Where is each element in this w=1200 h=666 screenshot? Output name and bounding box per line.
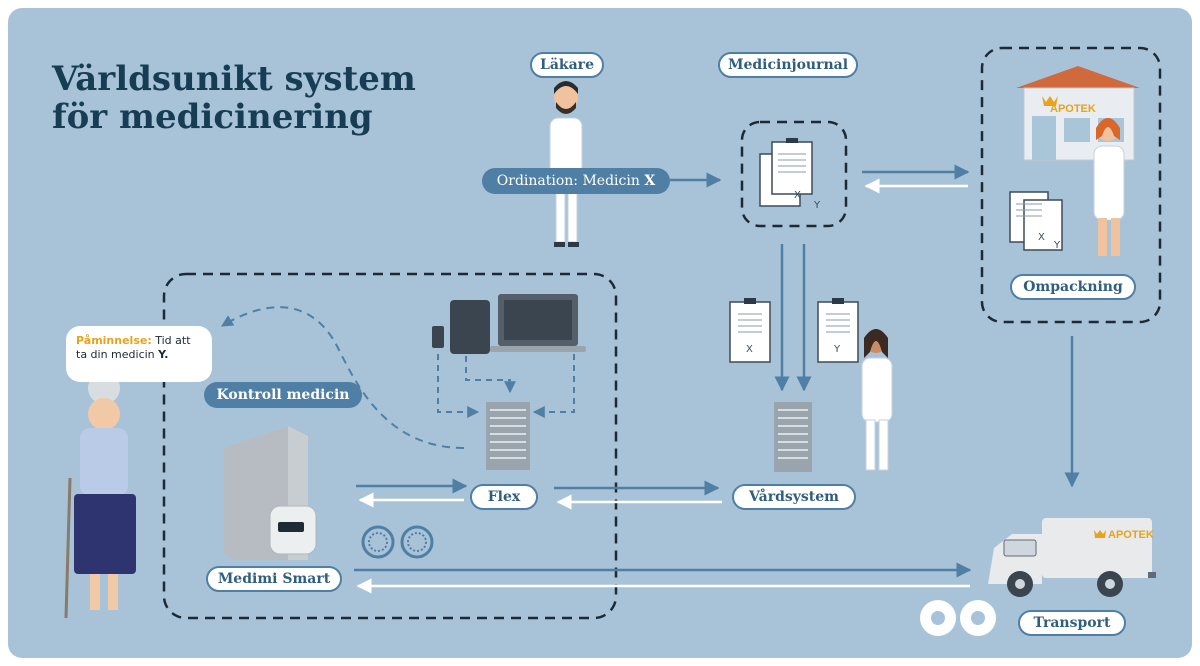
ompackning-doc-x-letter: X <box>1038 232 1045 243</box>
flex-server <box>486 402 530 470</box>
dashed-flex-to-reminder <box>220 306 465 449</box>
label-ompackning: Ompackning <box>1010 274 1136 300</box>
vardsystem-server <box>774 402 812 472</box>
label-vardsystem: Vårdsystem <box>732 484 856 510</box>
truck-sign-text: APOTEK <box>1108 529 1154 541</box>
dashed-tablet-to-flex <box>465 356 516 394</box>
journal-doc-x-letter: X <box>794 190 801 201</box>
medicine-rolls-transport <box>920 600 996 636</box>
label-lakare: Läkare <box>530 52 604 78</box>
reminder-text-2: ta din medicin <box>76 348 159 361</box>
nurse-figure <box>861 329 893 471</box>
reminder-label: Påminnelse: <box>76 334 152 347</box>
clipboard-y <box>817 298 859 363</box>
journal-doc-y-letter: Y <box>813 200 821 211</box>
medicine-rolls-medimi <box>361 525 434 559</box>
clipboard-x <box>729 298 771 363</box>
page-title: Världsunikt system för medicinering <box>52 60 416 136</box>
ordination-prefix: Ordination: Medicin <box>496 173 645 189</box>
reminder-line-1: Påminnelse: Tid att <box>76 334 202 348</box>
dashed-laptop-to-flex <box>532 354 575 418</box>
ompackning-dashed-box <box>980 46 1162 324</box>
label-medicinjournal: Medicinjournal <box>718 52 858 78</box>
reminder-bubble: Påminnelse: Tid att ta din medicin Y. <box>66 326 212 382</box>
reminder-text-1: Tid att <box>151 334 191 347</box>
doctor-figure <box>549 81 583 247</box>
elderly-woman-figure <box>64 372 136 619</box>
diagram-canvas: X Y X Y X Y APOTEK APOTEK Världsunikt sy… <box>8 8 1192 658</box>
reminder-line-2: ta din medicin Y. <box>76 348 202 362</box>
journal-documents <box>759 138 813 207</box>
label-kontroll-medicin: Kontroll medicin <box>204 382 362 408</box>
label-transport: Transport <box>1018 610 1126 636</box>
dashed-phone-to-flex <box>437 354 480 418</box>
reminder-drug: Y. <box>158 348 169 361</box>
label-flex: Flex <box>470 484 538 510</box>
ompackning-doc-y-letter: Y <box>1053 240 1061 251</box>
medimi-smart-device <box>224 426 317 560</box>
title-line-1: Världsunikt system <box>52 59 416 99</box>
medicinjournal-dashed-box <box>740 120 848 228</box>
ompackning-documents <box>1009 191 1063 251</box>
clipboard-y-letter: Y <box>833 344 841 355</box>
transport-truck <box>988 518 1156 597</box>
ordination-label: Ordination: Medicin X <box>482 168 670 194</box>
devices-group <box>432 294 586 354</box>
pharmacy-sign-text: APOTEK <box>1050 103 1096 115</box>
pharmacist-figure <box>1093 118 1125 256</box>
ordination-drug: X <box>644 173 656 189</box>
home-system-dashed-box <box>162 272 618 620</box>
title-line-2: för medicinering <box>52 97 373 137</box>
clipboard-x-letter: X <box>746 344 753 355</box>
label-medimi-smart: Medimi Smart <box>206 566 342 592</box>
